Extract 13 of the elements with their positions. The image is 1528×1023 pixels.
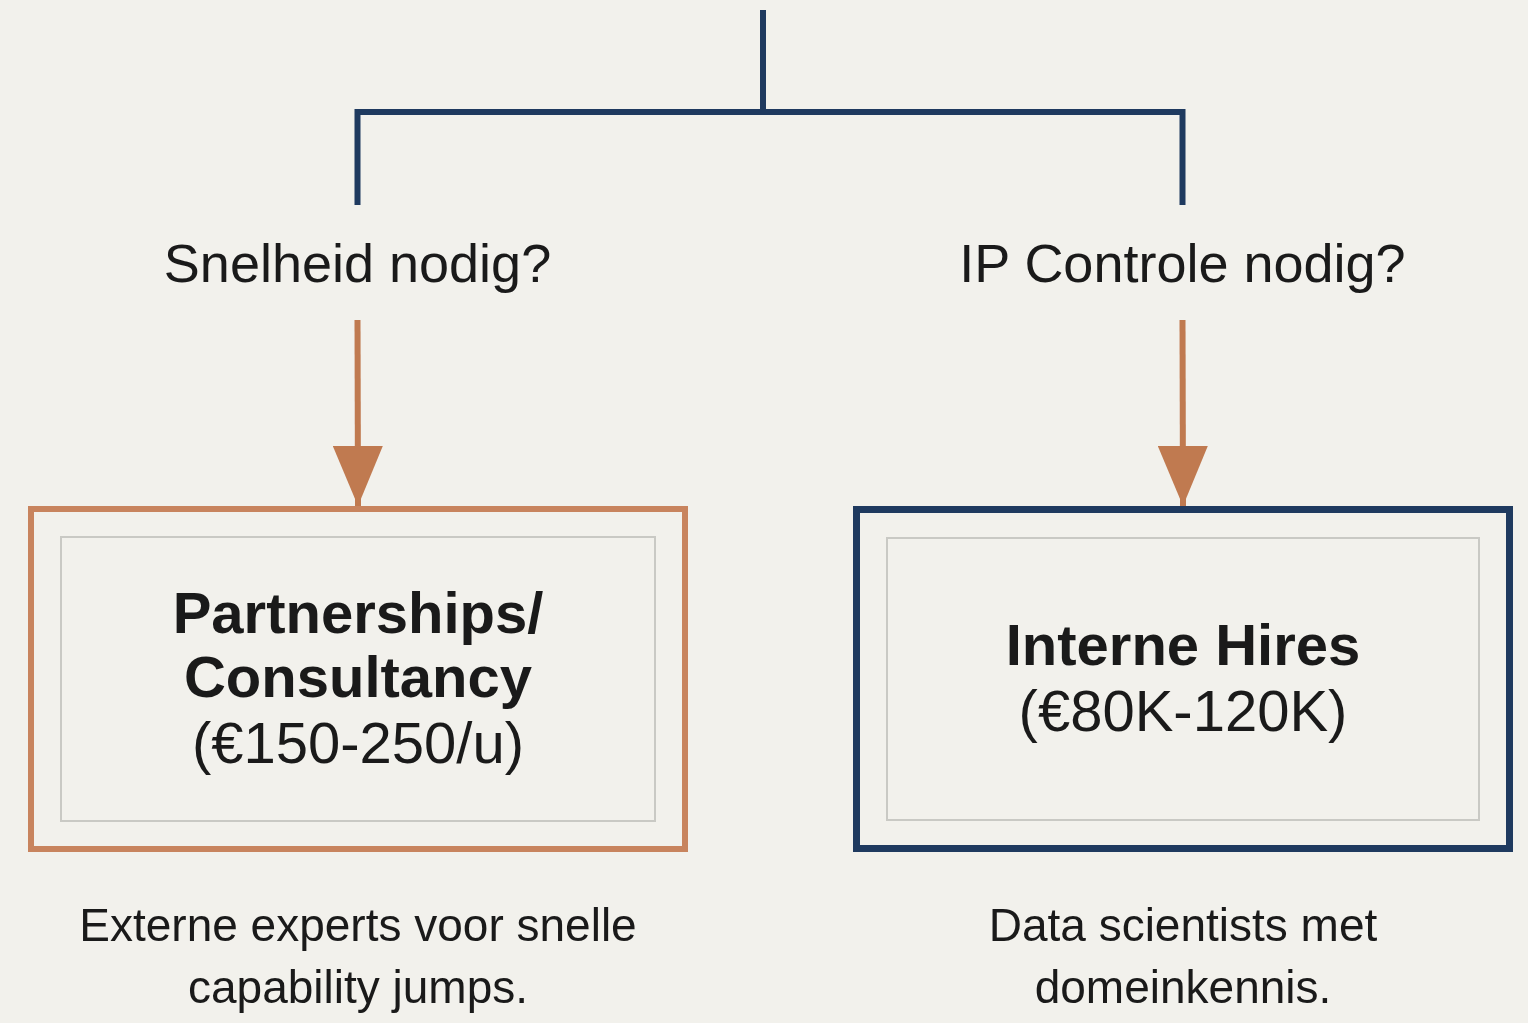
question-text: IP Controle nodig? [959,231,1406,294]
arrow [332,320,383,506]
option-box [28,506,688,852]
option-box [853,506,1513,852]
description-text: Data scientists met domeinkennis. [987,898,1379,1015]
arrow [1157,320,1208,506]
connector-line [760,10,1186,205]
question-text: Snelheid nodig? [163,231,552,294]
cost-range: (€150-250/u) [191,709,525,777]
description-text: Externe experts voor snelle capability jumps. [78,898,638,1015]
cost-range: (€80K-120K) [1018,677,1348,745]
option-title: Partnerships/ Consultancy [171,581,545,709]
option-title: Interne Hires [1005,613,1361,677]
